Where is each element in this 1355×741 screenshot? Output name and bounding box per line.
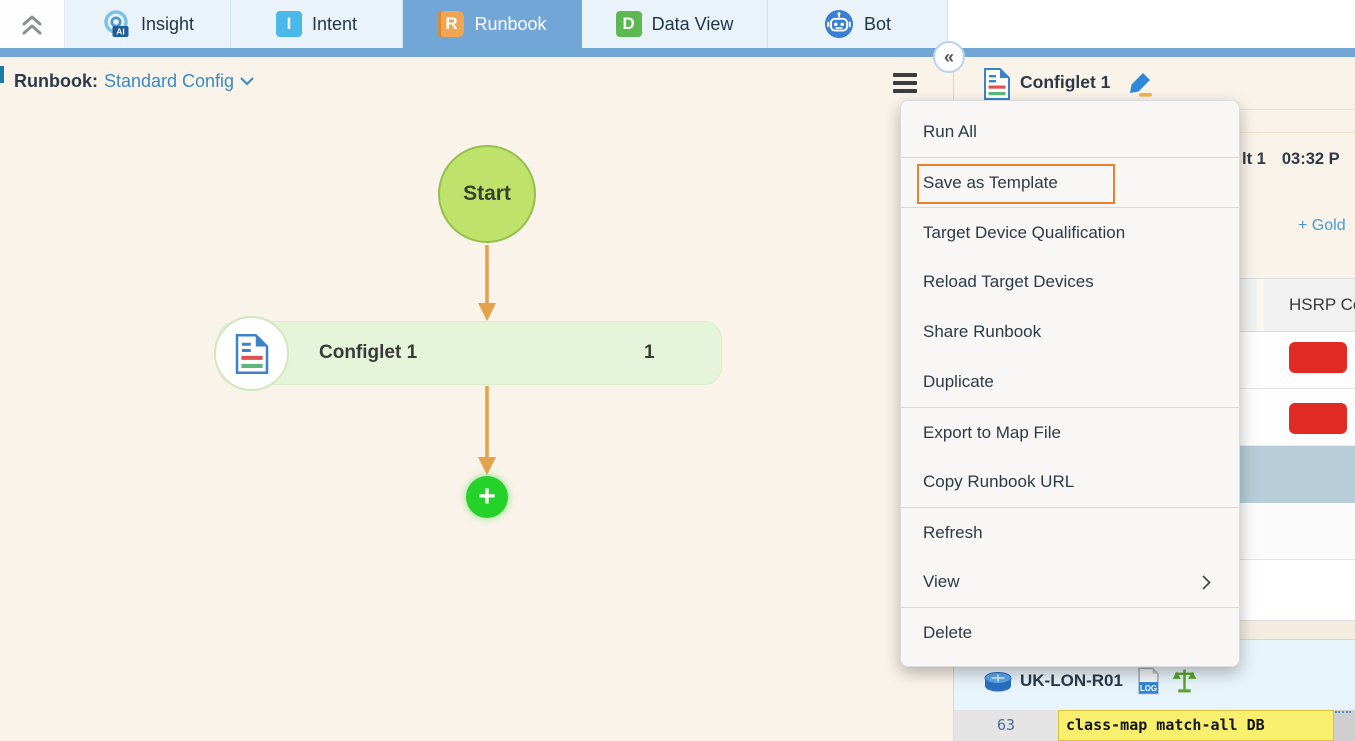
tab-label: Intent (311, 13, 358, 34)
collapse-right-panel-button[interactable]: « (933, 41, 965, 73)
status-fail-pill (1289, 342, 1347, 373)
menu-item-target-device-qualification[interactable]: Target Device Qualification (901, 207, 1239, 257)
menu-item-run-all[interactable]: Run All (923, 122, 977, 141)
tab-label: Insight (140, 13, 195, 34)
tab-bot[interactable]: Bot (768, 0, 948, 48)
configlet-node-badge (214, 316, 289, 391)
golden-config-link[interactable]: + Gold (1298, 217, 1346, 234)
result-label: lt 1 (1242, 150, 1266, 168)
double-chevron-up-icon (22, 15, 42, 35)
tab-label: Data View (651, 13, 734, 34)
menu-item-duplicate[interactable]: Duplicate (923, 372, 994, 391)
svg-text:LOG: LOG (1140, 684, 1157, 693)
runbook-header: Runbook: Standard Config (14, 71, 254, 92)
configlet-document-icon (235, 333, 268, 374)
runbook-menu-button[interactable] (893, 73, 919, 93)
tab-label: Bot (863, 13, 892, 34)
config-code-row[interactable]: 63 class-map match-all DB (954, 710, 1355, 741)
column-divider (1257, 279, 1264, 331)
tab-data-view[interactable]: D Data View (582, 0, 768, 48)
menu-item-view-label: View (923, 572, 960, 591)
runbook-context-menu: Run All Save as Template Target Device Q… (900, 100, 1240, 667)
chevron-down-icon[interactable] (240, 77, 254, 86)
intent-icon: I (275, 11, 302, 37)
menu-item-delete[interactable]: Delete (901, 607, 1239, 657)
tab-intent[interactable]: I Intent (231, 0, 403, 48)
flow-configlet-node[interactable]: Configlet 1 1 (214, 316, 722, 391)
tabbar-underline (0, 48, 1355, 57)
insight-ai-icon: AI (104, 10, 129, 37)
top-tab-bar: AI Insight I Intent R Runbook D Data Vie… (0, 0, 1355, 48)
collapse-tabbar-button[interactable] (0, 0, 65, 48)
configlet-document-icon (984, 68, 1010, 100)
runbook-name-dropdown[interactable]: Standard Config (103, 71, 235, 91)
configlet-node-count: 1 (644, 342, 655, 363)
log-file-icon[interactable]: LOG (1137, 667, 1160, 695)
edge-accent-mark (0, 66, 4, 83)
menu-item-share-runbook[interactable]: Share Runbook (923, 322, 1042, 341)
result-time: 03:32 P (1281, 150, 1340, 168)
result-summary: lt 1 03:32 P (1242, 150, 1340, 169)
menu-item-save-as-template[interactable]: Save as Template (901, 157, 1239, 207)
tab-runbook[interactable]: R Runbook (403, 0, 582, 48)
table-column-header: HSRP Co (1289, 295, 1355, 314)
code-line-number: 63 (954, 710, 1058, 741)
device-name: UK-LON-R01 (1020, 671, 1123, 690)
compare-scales-icon[interactable] (1171, 667, 1198, 695)
bot-robot-icon (824, 9, 854, 39)
menu-item-refresh[interactable]: Refresh (901, 507, 1239, 557)
menu-item-reload-target-devices[interactable]: Reload Target Devices (923, 272, 1094, 291)
selection-handle[interactable] (1335, 711, 1351, 713)
configlet-detail-title: Configlet 1 (1020, 72, 1111, 92)
status-fail-pill (1289, 403, 1347, 434)
svg-text:AI: AI (116, 27, 125, 37)
data-view-icon: D (615, 11, 642, 37)
menu-item-view[interactable]: View (901, 557, 1239, 607)
add-step-button[interactable]: + (466, 476, 508, 518)
menu-item-export-to-map-file[interactable]: Export to Map File (901, 407, 1239, 457)
device-row[interactable]: UK-LON-R01 LOG (954, 664, 1355, 698)
runbook-canvas-panel: Runbook: Standard Config Start (0, 57, 953, 741)
flow-start-node[interactable]: Start (438, 145, 536, 243)
tab-label: Runbook (474, 13, 547, 34)
runbook-icon: R (438, 11, 465, 37)
start-label: Start (463, 182, 511, 205)
edit-pencil-icon[interactable] (1126, 70, 1154, 98)
highlighted-code-line: class-map match-all DB (1058, 710, 1334, 741)
menu-item-copy-runbook-url[interactable]: Copy Runbook URL (923, 472, 1075, 491)
tab-insight[interactable]: AI Insight (65, 0, 231, 48)
code-row-end (1334, 710, 1355, 741)
submenu-chevron-right-icon (1202, 575, 1211, 590)
configlet-node-label: Configlet 1 (319, 342, 418, 363)
runbook-label: Runbook: (14, 71, 98, 91)
router-device-icon (984, 672, 1012, 692)
tabbar-filler (948, 0, 1355, 48)
